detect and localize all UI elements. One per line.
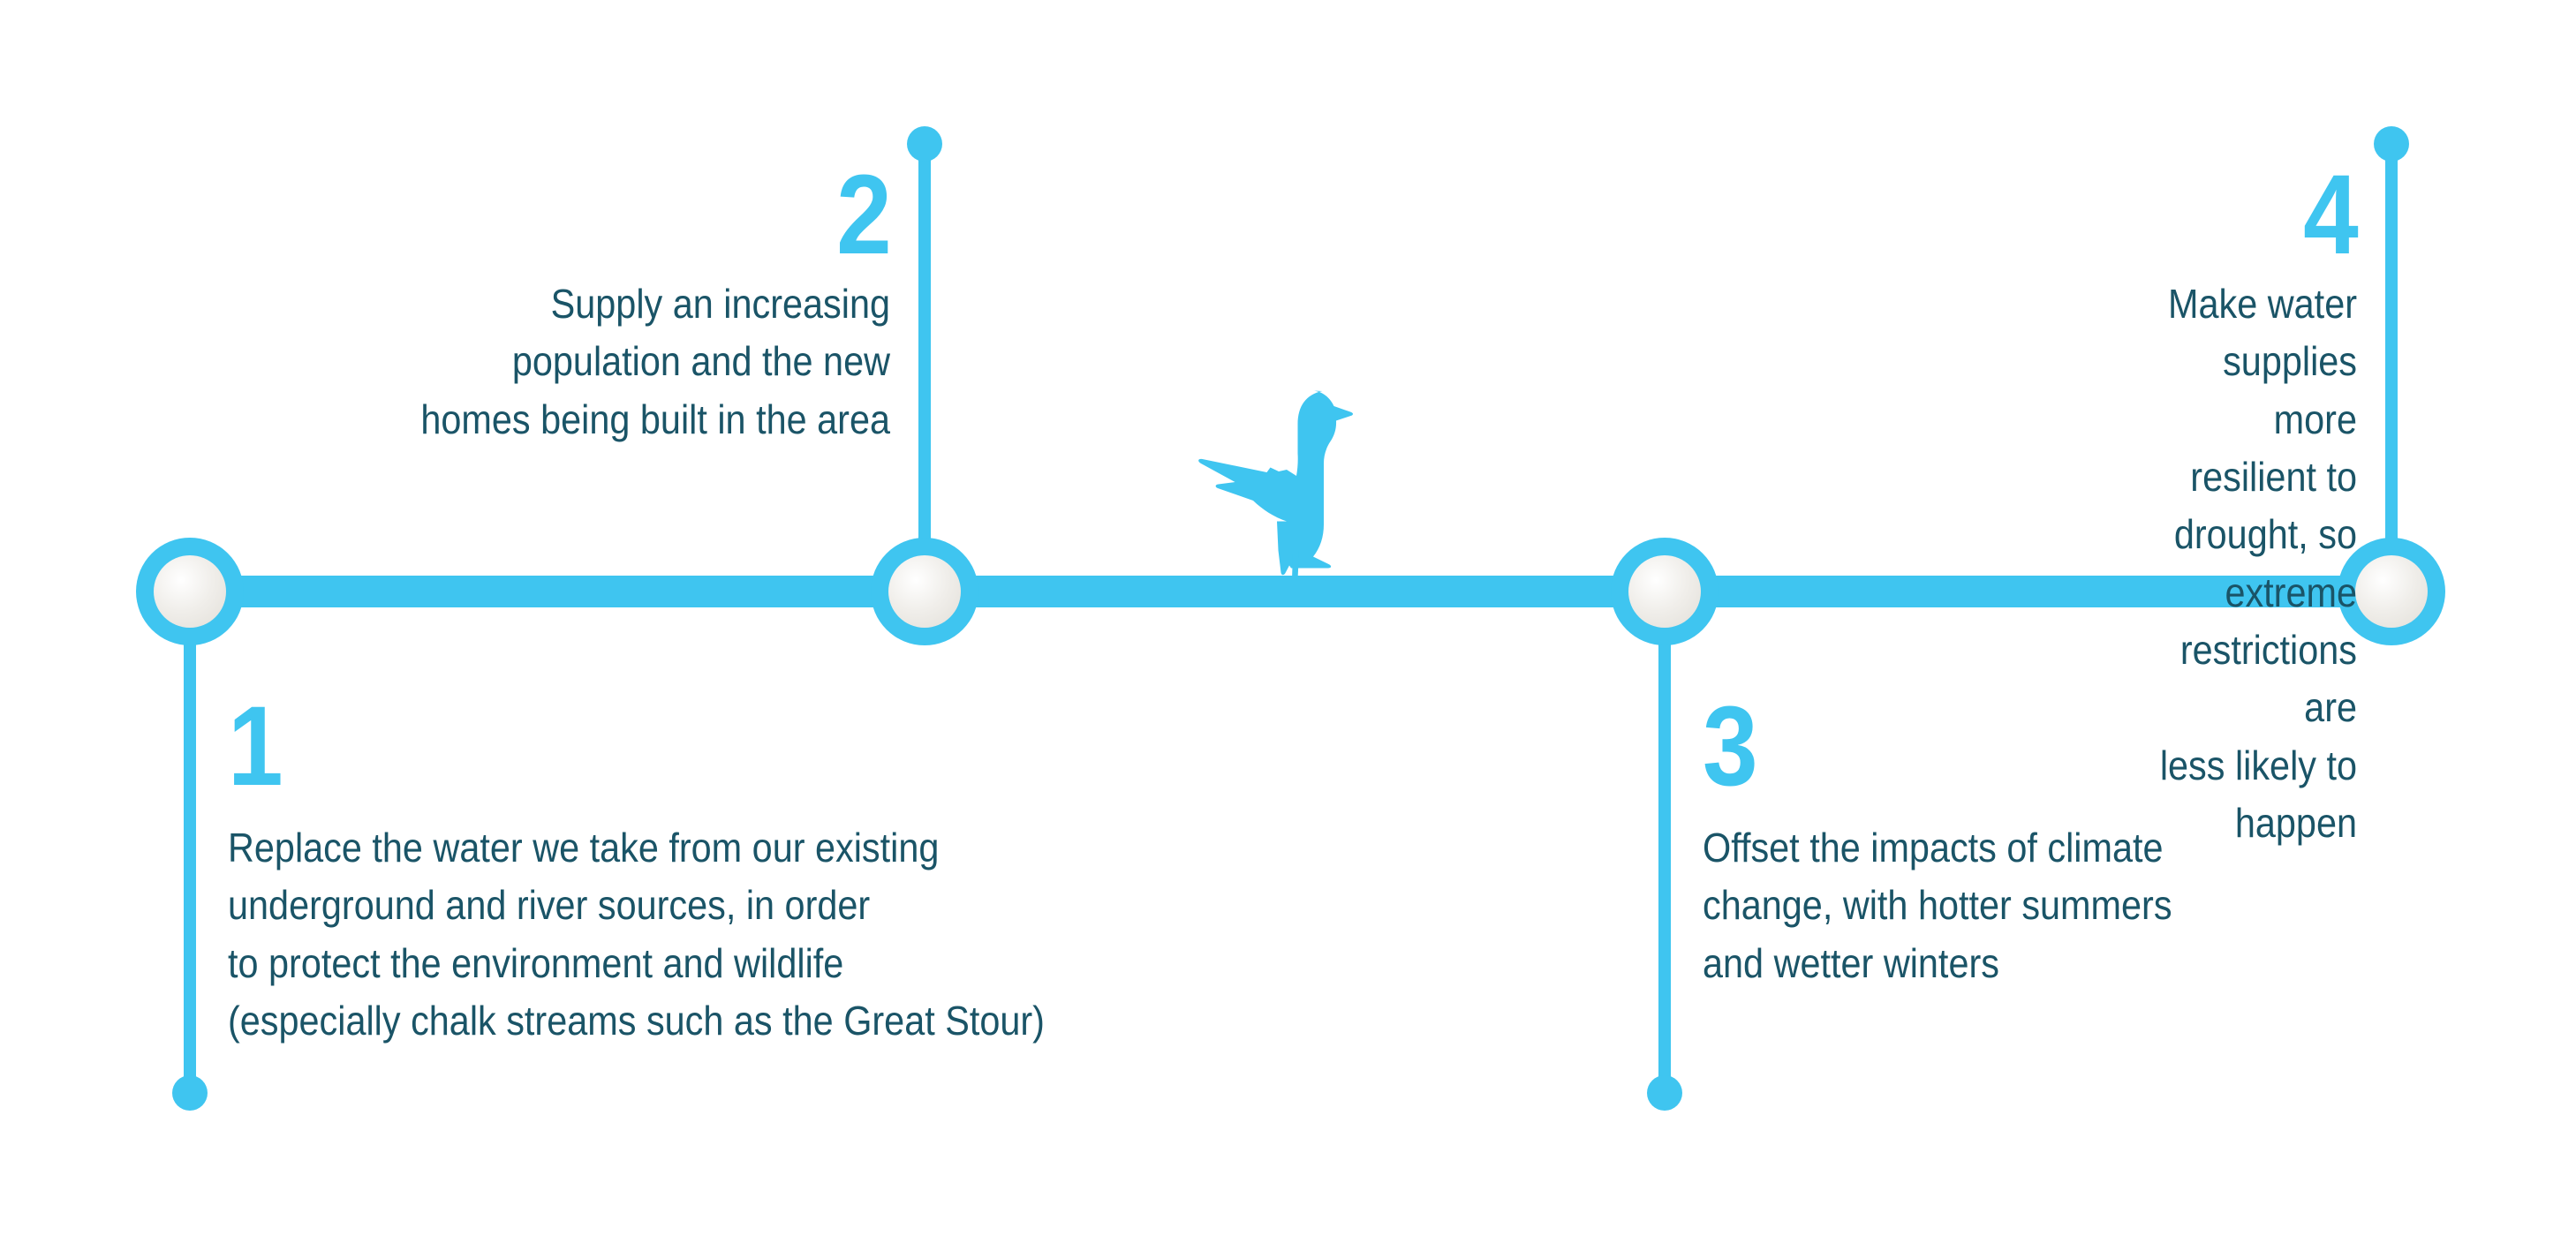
timeline-stem-endpoint-2	[907, 126, 942, 162]
step-text-1: Replace the water we take from our exist…	[228, 825, 1045, 1044]
timeline-stem-endpoint-4	[2374, 126, 2409, 162]
timeline-stem-4	[2385, 141, 2398, 593]
step-text-3: Offset the impacts of climate change, wi…	[1703, 825, 2172, 986]
timeline-stem-endpoint-1	[172, 1075, 208, 1111]
timeline-stem-2	[918, 141, 931, 593]
timeline-node-3[interactable]	[1611, 538, 1719, 645]
step-number-1: 1	[228, 683, 283, 810]
step-text-4: Make water supplies more resilient to dr…	[2159, 281, 2357, 846]
timeline-stem-endpoint-3	[1647, 1075, 1682, 1111]
step-number-2: 2	[836, 152, 892, 278]
timeline-stem-1	[184, 592, 196, 1095]
timeline-node-4[interactable]	[2338, 538, 2445, 645]
timeline-node-2[interactable]	[871, 538, 978, 645]
timeline-stem-3	[1658, 592, 1671, 1095]
step-text-2: Supply an increasing population and the …	[420, 281, 890, 442]
step-number-4: 4	[2303, 152, 2359, 278]
timeline-node-1[interactable]	[136, 538, 244, 645]
goose-icon	[1155, 380, 1385, 596]
step-number-3: 3	[1703, 683, 1758, 810]
